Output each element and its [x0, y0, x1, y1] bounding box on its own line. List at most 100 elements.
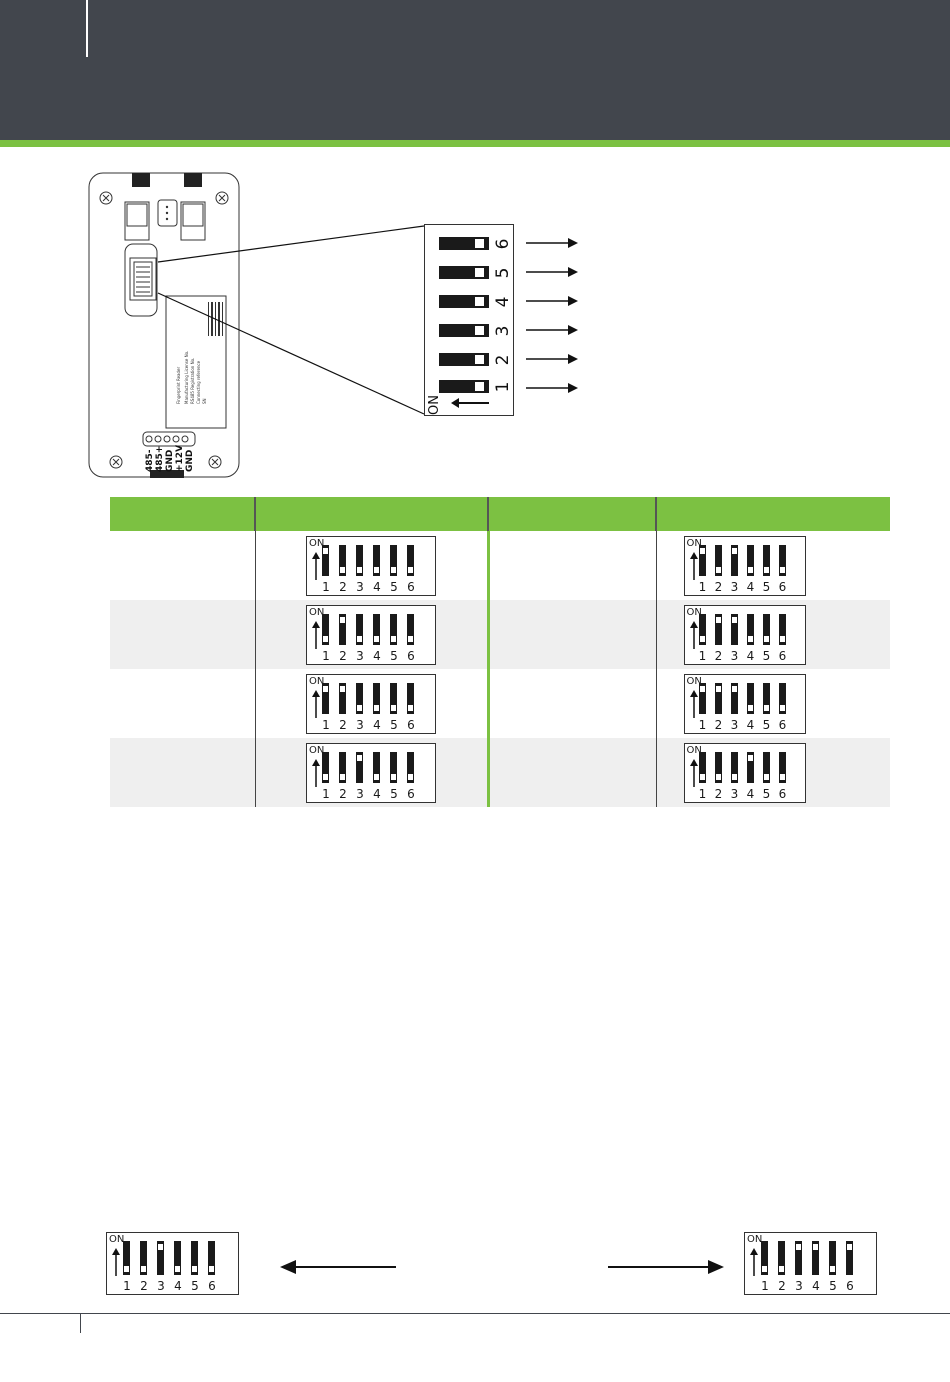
arrow-right-icon — [526, 267, 578, 277]
row-label — [110, 531, 256, 600]
dip-number: 6 — [407, 648, 415, 663]
dip-switch — [846, 1241, 853, 1275]
dip-number: 5 — [762, 717, 771, 732]
on-arrow-icon — [312, 620, 320, 649]
terminal-12v: +12V — [175, 445, 185, 472]
dip-number: 3 — [730, 786, 739, 801]
dip-number: 4 — [812, 1279, 820, 1293]
device-back-illustration: Fingerprint Reader Manufacturing License… — [88, 172, 240, 478]
terminal-485-plus: 485+ — [155, 446, 165, 472]
dip-switch — [407, 751, 414, 783]
dip-number: 3 — [730, 717, 739, 732]
dip-number: 5 — [762, 786, 771, 801]
dip-on-label: ON — [109, 1234, 125, 1245]
dip-number: 5 — [390, 786, 398, 801]
dip-switch — [829, 1241, 836, 1275]
dip-switch — [373, 751, 380, 783]
terminal-gnd-2: GND — [185, 450, 195, 472]
dip-on-label: ON — [686, 675, 702, 687]
dip-switch — [698, 544, 706, 576]
dip-switch — [339, 544, 346, 576]
dip-on-label: ON — [686, 537, 702, 549]
dip-switch — [356, 682, 363, 714]
dip-switch — [778, 682, 786, 714]
table-header-cell — [255, 497, 489, 531]
dip-switch — [373, 682, 380, 714]
dip-number: 1 — [322, 717, 330, 732]
dip-switch-4 — [439, 295, 489, 308]
dip-number: 4 — [373, 717, 381, 732]
footer-tick — [80, 1313, 81, 1333]
dip-number: 2 — [714, 579, 723, 594]
dip-switch — [714, 682, 722, 714]
table-header-cell — [656, 497, 890, 531]
dip-switch — [714, 751, 722, 783]
dip-number: 3 — [356, 579, 364, 594]
dip-switch — [778, 1241, 785, 1275]
dip-switch — [746, 544, 754, 576]
dip-switch-5 — [439, 266, 489, 279]
dip-switch — [373, 613, 380, 645]
arrow-right-icon — [526, 238, 578, 248]
row-mid — [488, 531, 657, 600]
dip-switch — [762, 682, 770, 714]
arrow-right-icon — [526, 325, 578, 335]
dip-number-5: 5 — [493, 267, 513, 279]
dip-on-label: ON — [309, 675, 325, 687]
header-accent-bar — [0, 140, 950, 147]
dip-number: 3 — [730, 648, 739, 663]
on-arrow-icon — [689, 620, 698, 649]
dip-switch — [174, 1241, 181, 1275]
dip-number: 6 — [407, 579, 415, 594]
dip-switch — [778, 613, 786, 645]
dip-number: 2 — [339, 579, 347, 594]
dip-switch-3 — [439, 324, 489, 337]
on-arrow-icon — [312, 689, 320, 718]
dip-switch — [390, 544, 397, 576]
on-arrow-icon — [689, 758, 698, 787]
dip-switch — [339, 682, 346, 714]
dip-switch — [322, 544, 329, 576]
dip-switch — [373, 544, 380, 576]
dip-switch-enlarged: 6 5 4 3 2 1 ON — [424, 224, 514, 416]
dip-number: 2 — [714, 717, 723, 732]
dip-number: 4 — [373, 786, 381, 801]
dip-switch — [208, 1241, 215, 1275]
dip-number: 4 — [746, 717, 755, 732]
on-arrow-icon — [112, 1248, 120, 1276]
dip-number: 2 — [714, 648, 723, 663]
dip-number: 5 — [390, 717, 398, 732]
dip-switch-1 — [439, 380, 489, 393]
dip-number: 4 — [174, 1279, 182, 1293]
dip-on-label: ON — [686, 606, 702, 618]
terminal-gnd-1: GND — [165, 450, 175, 472]
dip-switch — [795, 1241, 802, 1275]
arrow-right-icon — [526, 296, 578, 306]
row-mid — [488, 600, 657, 669]
dip-number: 6 — [778, 786, 787, 801]
on-arrow-icon — [750, 1248, 758, 1276]
dip-number: 5 — [390, 648, 398, 663]
dip-on-label: ON — [427, 395, 442, 415]
on-arrow-icon — [689, 551, 698, 580]
dip-number-2: 2 — [493, 354, 513, 366]
dip-number: 5 — [390, 579, 398, 594]
dip-switch — [730, 682, 738, 714]
dip-switch — [812, 1241, 819, 1275]
device-label-line-4: Connecting reference — [196, 360, 201, 404]
page-header — [0, 0, 950, 140]
on-arrow-icon — [689, 689, 698, 718]
dip-number: 3 — [356, 717, 364, 732]
dip-switch — [356, 751, 363, 783]
